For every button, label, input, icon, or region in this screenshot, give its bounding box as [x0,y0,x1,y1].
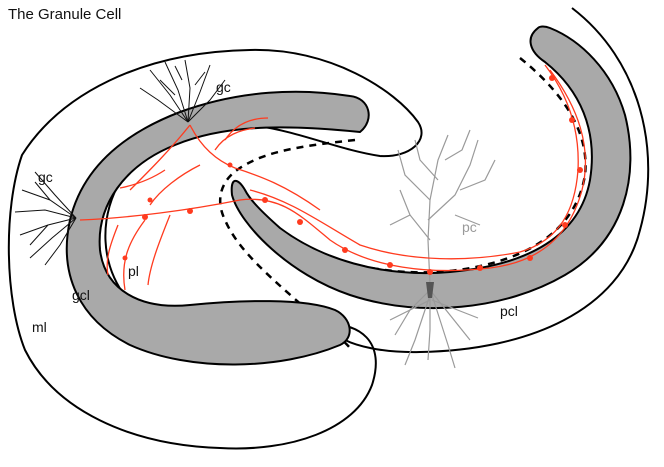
label-pc: pc [462,219,477,235]
label-gcl: gcl [72,287,90,303]
label-gc-top: gc [216,79,231,95]
pyramidal-cell [390,130,495,368]
label-ml: ml [32,319,47,335]
label-pcl: pcl [500,303,518,319]
label-gc-left: gc [38,169,53,185]
label-pl: pl [128,263,139,279]
